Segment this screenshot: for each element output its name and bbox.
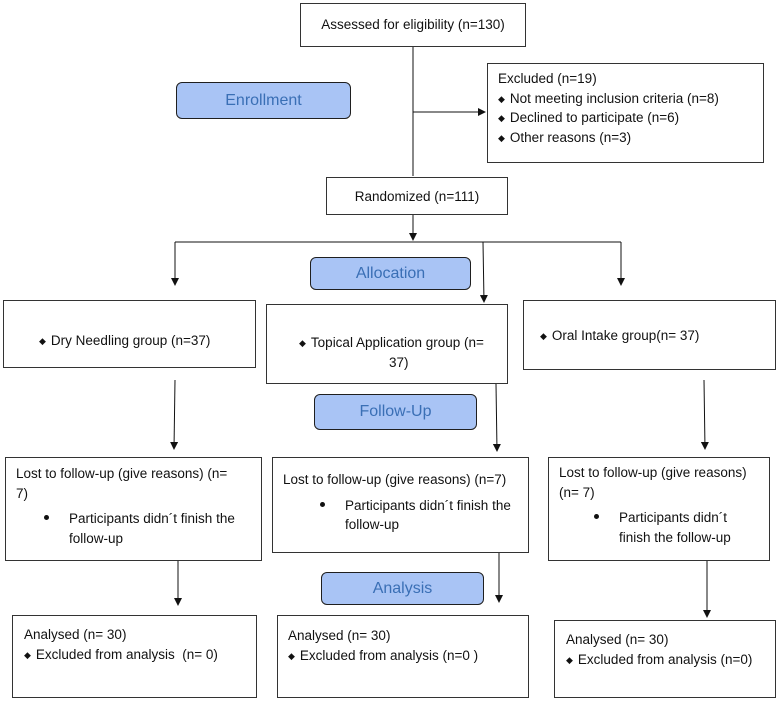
lost-box-oral: Lost to follow-up (give reasons) (n= 7) … [548, 457, 770, 561]
lost-reason: Participants didn´t [559, 508, 769, 528]
stage-enrollment: Enrollment [176, 82, 351, 119]
excluded-analysis: ◆Excluded from analysis (n= 0) [24, 646, 218, 662]
stage-allocation: Allocation [310, 257, 471, 290]
analysed-box-dry-needling: Analysed (n= 30) ◆Excluded from analysis… [12, 615, 257, 698]
stage-analysis: Analysis [321, 572, 484, 605]
lost-reason-continued: follow-up [345, 517, 400, 533]
bullet-icon [320, 501, 325, 507]
randomized-label: Randomized (n=111) [354, 189, 480, 204]
diamond-bullet-icon: ◆ [498, 113, 505, 124]
lost-title: Lost to follow-up (give reasons) (n= [16, 466, 228, 481]
analysed-box-oral: Analysed (n= 30) ◆Excluded from analysis… [554, 620, 776, 698]
excluded-analysis: ◆Excluded from analysis (n=0) [566, 651, 753, 667]
allocation-label: ◆Topical Application group (n= [299, 335, 484, 350]
diamond-bullet-icon: ◆ [24, 649, 31, 660]
allocation-label: ◆Dry Needling group (n=37) [39, 333, 211, 348]
lost-box-dry-needling: Lost to follow-up (give reasons) (n= 7) … [5, 457, 262, 561]
excluded-item: ◆Declined to participate (n=6) [498, 110, 680, 126]
stage-allocation-label: Allocation [355, 265, 426, 282]
diamond-bullet-icon: ◆ [540, 331, 547, 341]
lost-title: Lost to follow-up (give reasons) [559, 465, 747, 480]
lost-reason: Participants didn´t finish the [16, 509, 261, 529]
randomized-box: Randomized (n=111) [326, 177, 508, 215]
analysed-label: Analysed (n= 30) [288, 628, 391, 643]
analysed-label: Analysed (n= 30) [24, 627, 127, 642]
bullet-icon [594, 514, 599, 520]
lost-title: Lost to follow-up (give reasons) (n=7) [283, 472, 507, 487]
lost-title-continued: 7) [16, 485, 29, 501]
diamond-bullet-icon: ◆ [498, 132, 505, 143]
analysed-label: Analysed (n= 30) [566, 632, 669, 647]
allocation-label: ◆Oral Intake group(n= 37) [540, 328, 700, 343]
stage-followup-label: Follow-Up [359, 403, 432, 420]
arrow-dry-to-lost [170, 379, 179, 450]
excluded-box: Excluded (n=19) ◆Not meeting inclusion c… [487, 63, 764, 163]
analysed-box-topical: Analysed (n= 30) ◆Excluded from analysis… [277, 615, 529, 698]
stage-followup: Follow-Up [314, 394, 477, 430]
excluded-item: ◆Not meeting inclusion criteria (n=8) [498, 90, 719, 106]
bullet-icon [44, 515, 49, 521]
diamond-bullet-icon: ◆ [498, 93, 505, 104]
allocation-box-oral: ◆Oral Intake group(n= 37) [523, 300, 776, 370]
excluded-analysis: ◆Excluded from analysis (n=0 ) [288, 647, 479, 663]
lost-reason-continued: finish the follow-up [619, 529, 731, 545]
excluded-title: Excluded (n=19) [498, 71, 597, 86]
diamond-bullet-icon: ◆ [299, 338, 306, 348]
lost-reason-continued: follow-up [69, 530, 124, 546]
lost-reason: Participants didn´t finish the [283, 496, 528, 516]
arrow-to-topical [479, 241, 488, 303]
stage-analysis-label: Analysis [372, 580, 433, 597]
stage-enrollment-label: Enrollment [225, 92, 302, 109]
assessed-label: Assessed for eligibility (n=130) [321, 17, 505, 32]
diamond-bullet-icon: ◆ [566, 654, 573, 665]
diamond-bullet-icon: ◆ [288, 650, 295, 661]
arrow-oral-to-lost [700, 379, 709, 450]
lost-title-continued: (n= 7) [559, 484, 595, 500]
excluded-item: ◆Other reasons (n=3) [498, 129, 632, 145]
lost-box-topical: Lost to follow-up (give reasons) (n=7) P… [272, 457, 529, 553]
diamond-bullet-icon: ◆ [39, 336, 46, 346]
allocation-box-dry-needling: ◆Dry Needling group (n=37) [3, 300, 256, 368]
arrow-topical-to-lost [492, 383, 501, 452]
allocation-label-continued: 37) [389, 354, 409, 370]
assessed-box: Assessed for eligibility (n=130) [300, 3, 526, 47]
allocation-box-topical: ◆Topical Application group (n= 37) [266, 304, 508, 384]
